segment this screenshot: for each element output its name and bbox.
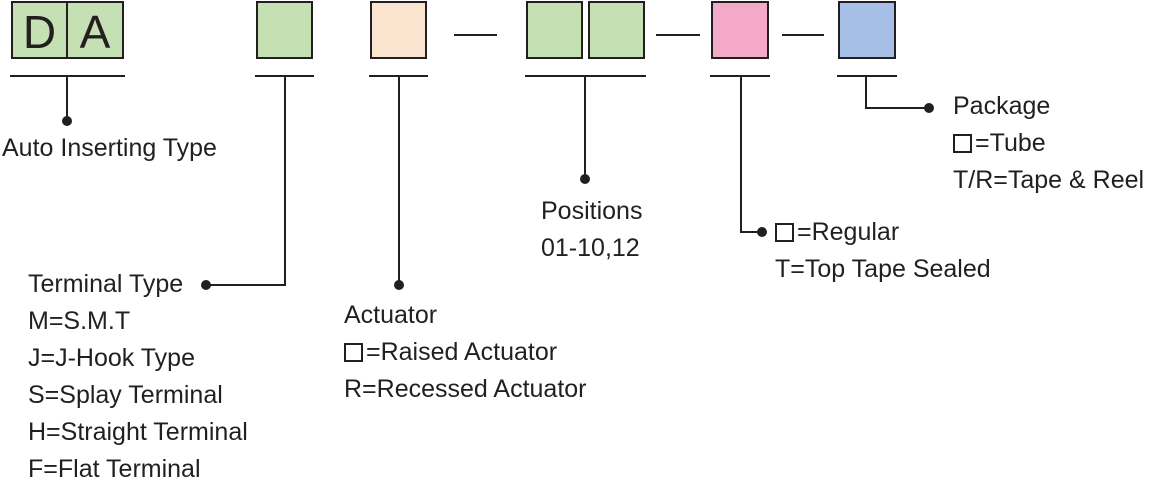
- code-box-a: [66, 1, 124, 59]
- positions-title: Positions: [541, 197, 643, 225]
- package-box: [838, 1, 896, 59]
- terminal-option: H=Straight Terminal: [28, 418, 248, 446]
- positions-dot: [580, 174, 590, 184]
- tape-option: T=Top Tape Sealed: [775, 255, 991, 283]
- actuator-option: R=Recessed Actuator: [344, 375, 587, 403]
- package-dot: [924, 103, 934, 113]
- terminal-dot: [201, 280, 211, 290]
- blank-code-square-icon: [953, 134, 972, 153]
- package-option-text: =Tube: [975, 129, 1046, 157]
- blank-code-square-icon: [344, 343, 363, 362]
- actuator-label-block: Actuator =Raised Actuator R=Recessed Act…: [344, 297, 587, 408]
- actuator-box: [370, 1, 427, 59]
- package-option-blank: =Tube: [953, 125, 1144, 162]
- tape-leader: [740, 76, 761, 233]
- actuator-option-text: =Raised Actuator: [366, 338, 558, 366]
- terminal-box: [256, 1, 313, 59]
- terminal-label-block: Terminal Type M=S.M.T J=J-Hook Type S=Sp…: [28, 266, 248, 488]
- positions-range: 01-10,12: [541, 234, 640, 262]
- terminal-option: J=J-Hook Type: [28, 344, 195, 372]
- positions-box-1: [526, 1, 583, 59]
- actuator-title: Actuator: [344, 301, 438, 329]
- tape-option-text: =Regular: [797, 218, 900, 246]
- code-letter-a: A: [80, 6, 111, 58]
- code-box-d: [11, 1, 68, 59]
- terminal-option: F=Flat Terminal: [28, 455, 201, 483]
- tape-dot: [757, 227, 767, 237]
- blank-code-square-icon: [775, 223, 794, 242]
- package-title: Package: [953, 92, 1051, 120]
- code-letter-d: D: [23, 6, 56, 58]
- auto-inserting-dot: [62, 116, 72, 126]
- auto-inserting-label: Auto Inserting Type: [2, 130, 217, 167]
- auto-inserting-text: Auto Inserting Type: [2, 134, 217, 162]
- package-label-block: Package =Tube T/R=Tape & Reel: [953, 88, 1144, 199]
- tape-label-block: =Regular T=Top Tape Sealed: [775, 214, 991, 288]
- terminal-leader: [206, 76, 286, 286]
- positions-label-block: Positions 01-10,12: [541, 193, 642, 267]
- actuator-option-blank: =Raised Actuator: [344, 334, 587, 371]
- tape-box: [711, 1, 769, 59]
- terminal-option: M=S.M.T: [28, 307, 131, 335]
- package-option: T/R=Tape & Reel: [953, 166, 1145, 194]
- positions-box-2: [588, 1, 645, 59]
- tape-option-blank: =Regular: [775, 214, 991, 251]
- package-leader: [865, 76, 926, 109]
- actuator-dot: [394, 280, 404, 290]
- terminal-option: S=Splay Terminal: [28, 381, 223, 409]
- terminal-title: Terminal Type: [28, 270, 184, 298]
